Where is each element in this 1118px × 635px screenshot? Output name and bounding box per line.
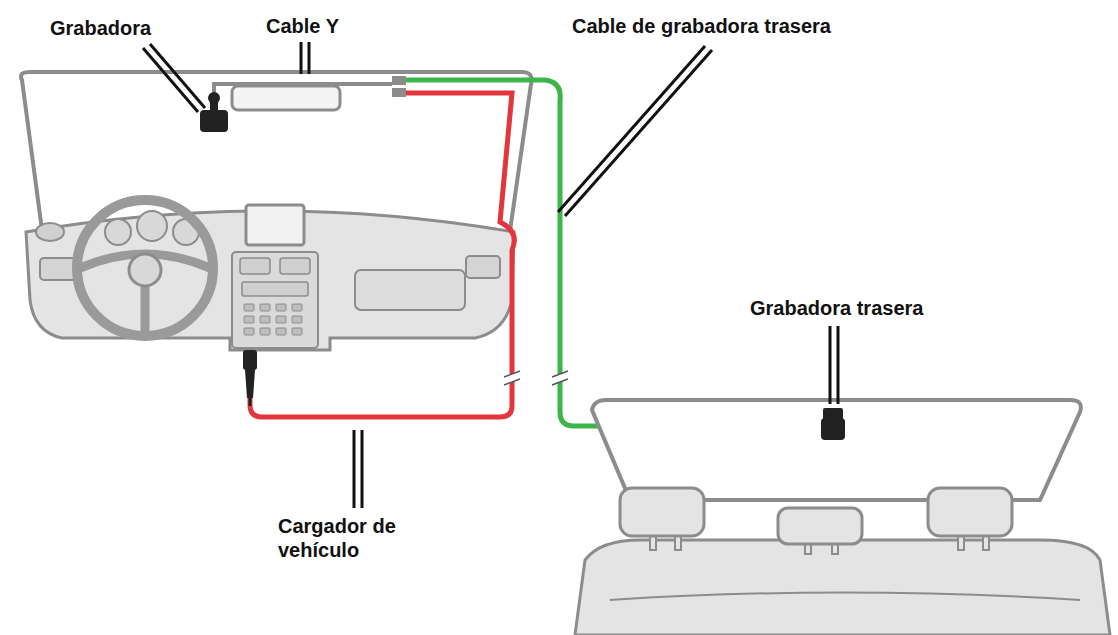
dashboard — [292, 316, 302, 323]
dashboard — [105, 219, 131, 245]
rear-seats — [620, 488, 704, 536]
rear-recorder — [821, 408, 845, 440]
front-recorder — [200, 92, 228, 132]
y-cable — [214, 76, 406, 97]
leader-line — [143, 42, 838, 508]
leader-line — [353, 430, 356, 508]
cable-break — [552, 379, 568, 385]
dashboard — [276, 316, 286, 323]
cable-break — [504, 371, 520, 377]
cable-break — [504, 374, 520, 382]
dashboard — [292, 304, 302, 311]
y-cable — [392, 76, 406, 85]
power-cable — [250, 93, 514, 417]
rear-seats — [575, 488, 1110, 635]
leader-line — [565, 50, 712, 216]
dashboard — [26, 205, 514, 350]
rear-seats — [928, 488, 1012, 536]
rear-seats — [778, 508, 862, 544]
rear-window — [592, 400, 1081, 500]
steering-wheel — [129, 254, 161, 286]
dashboard — [244, 328, 254, 335]
cable-break — [552, 371, 568, 377]
dashboard — [232, 252, 318, 348]
rear-view-mirror — [232, 86, 340, 110]
front-recorder — [200, 110, 228, 132]
dashboard — [260, 316, 270, 323]
leader-line — [829, 326, 832, 404]
rear-seats — [575, 540, 1110, 635]
dashboard — [355, 270, 465, 310]
car-charger — [249, 398, 252, 406]
cable-break — [504, 379, 520, 385]
dashboard — [276, 328, 286, 335]
part-label: Cable Y — [266, 14, 339, 38]
dashboard — [260, 304, 270, 311]
rear-seats — [610, 593, 1080, 601]
car-charger — [243, 350, 257, 406]
dashboard — [244, 304, 302, 335]
car-charger — [243, 350, 257, 370]
leader-line — [308, 42, 311, 74]
front-recorder — [210, 98, 218, 112]
rear-recorder-cable — [406, 80, 828, 426]
dashboard — [276, 304, 286, 311]
dashboard — [466, 256, 500, 278]
part-label: Grabadora trasera — [750, 296, 923, 320]
leader-line — [837, 326, 840, 404]
power-cable — [250, 93, 514, 417]
rear-window — [592, 400, 1081, 500]
car-charger — [245, 370, 255, 398]
steering-wheel — [141, 282, 150, 334]
dashboard — [240, 258, 270, 274]
rear-recorder — [821, 418, 845, 440]
part-label: Cargador de vehículo — [278, 514, 418, 562]
dashboard — [244, 316, 254, 323]
dashboard — [244, 304, 254, 311]
rear-recorder-cable — [406, 80, 828, 426]
leader-line — [150, 44, 205, 108]
y-cable — [214, 84, 392, 96]
leader-line — [361, 430, 364, 508]
rear-view-mirror — [232, 86, 340, 110]
dashboard — [137, 211, 167, 241]
dashboard — [292, 328, 302, 335]
dashboard — [242, 282, 308, 296]
dashboard — [260, 328, 270, 335]
cable-break — [504, 371, 568, 385]
leader-line — [558, 46, 705, 212]
y-cable — [392, 88, 406, 97]
leader-line — [300, 42, 303, 74]
leader-line — [143, 48, 198, 112]
steering-wheel — [77, 200, 213, 336]
cable-break — [552, 374, 568, 382]
part-label: Grabadora — [50, 16, 151, 40]
dashboard — [246, 205, 304, 245]
dashboard — [280, 258, 310, 274]
steering-wheel — [77, 200, 213, 336]
part-label: Cable de grabadora trasera — [572, 14, 831, 38]
dashboard — [36, 223, 64, 241]
